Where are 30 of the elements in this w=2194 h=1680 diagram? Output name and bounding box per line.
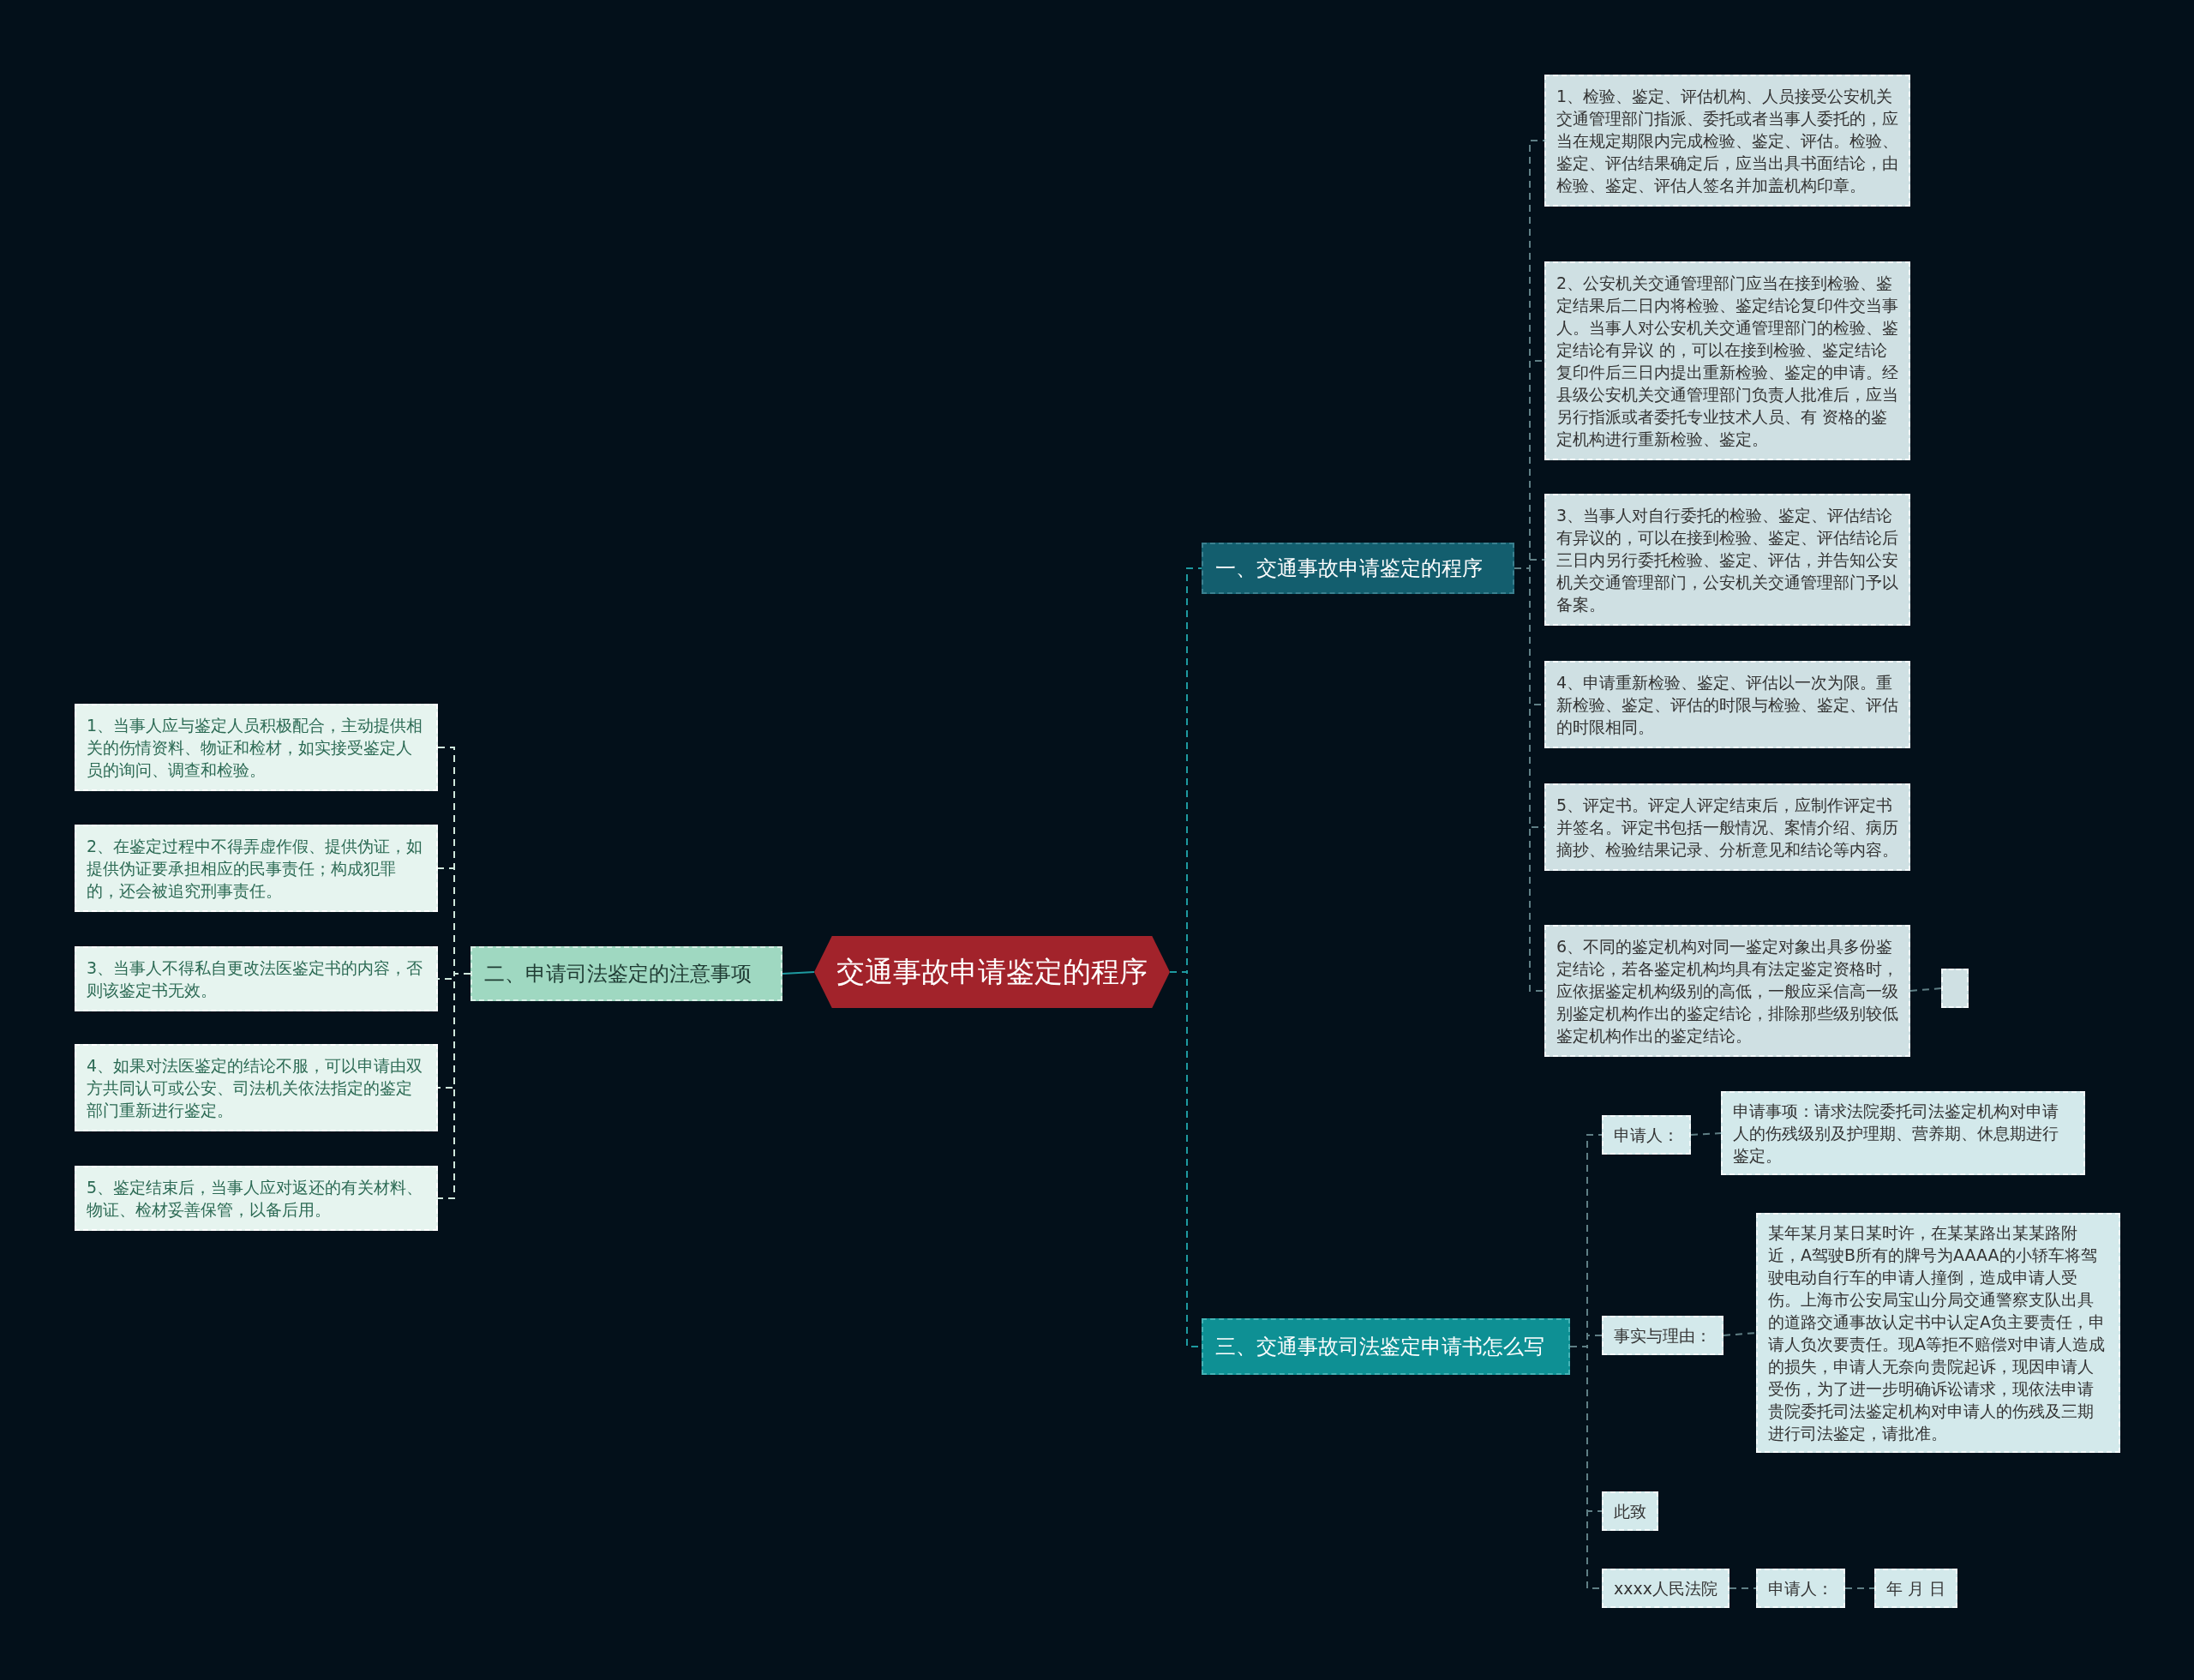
connector-line [1844, 1587, 1875, 1589]
text-box: 5、鉴定结束后，当事人应对返还的有关材料、物证、检材妥善保管，以备后用。 [75, 1166, 438, 1231]
connector-line [782, 971, 815, 975]
connector-line [1909, 987, 1942, 992]
text-box: 6、不同的鉴定机构对同一鉴定对象出具多份鉴定结论，若各鉴定机构均具有法定鉴定资格时，应依据鉴定机构级别的高低，一般应采信高一级别鉴定机构作出的鉴定结论，排除那些级别较低鉴定机构作出的鉴定结论。 [1544, 925, 1910, 1057]
text-box: 2、公安机关交通管理部门应当在接到检验、鉴定结果后二日内将检验、鉴定结论复印件交当事人。当事人对公安机关交通管理部门的检验、鉴定结论有异议 的，可以在接到检验、鉴定结论复印件后三日内提出重新检验、鉴定的申请。经县级公安机关交通管理部门负责人批准后，应当另行指派或者委托专业技术人员、有 资格的鉴定机构进行重新检验、鉴定。 [1544, 261, 1910, 460]
empty-box [1941, 969, 1969, 1008]
connector-line [1723, 1332, 1757, 1336]
text-box: 此致 [1602, 1491, 1658, 1531]
connector-line [437, 973, 471, 1199]
text-box: 事实与理由： [1602, 1316, 1723, 1355]
text-box: xxxx人民法院 [1602, 1569, 1729, 1608]
text-box: 1、当事人应与鉴定人员积极配合，主动提供相关的伤情资料、物证和检材，如实接受鉴定人员的询问、调查和检验。 [75, 704, 438, 791]
text-box: 申请人： [1756, 1569, 1845, 1608]
text-box: 4、申请重新检验、鉴定、评估以一次为限。重新检验、鉴定、评估的时限与检验、鉴定、评估的时限相同。 [1544, 661, 1910, 748]
branch-box: 一、交通事故申请鉴定的程序 [1202, 543, 1514, 594]
text-box: 申请事项：请求法院委托司法鉴定机构对申请人的伤残级别及护理期、营养期、休息期进行鉴定。 [1721, 1091, 2085, 1175]
text-box: 3、当事人对自行委托的检验、鉴定、评估结论有异议的，可以在接到检验、鉴定、评估结论后三日内另行委托检验、鉴定、评估，并告知公安机关交通管理部门，公安机关交通管理部门予以备案。 [1544, 494, 1910, 626]
text-box: 2、在鉴定过程中不得弄虚作假、提供伪证，如提供伪证要承担相应的民事责任；构成犯罪的，还会被追究刑事责任。 [75, 825, 438, 912]
branch-box: 三、交通事故司法鉴定申请书怎么写 [1202, 1318, 1570, 1375]
branch-box: 二、申请司法鉴定的注意事项 [471, 946, 782, 1001]
text-box: 5、评定书。评定人评定结束后，应制作评定书并签名。评定书包括一般情况、案情介绍、病历摘抄、检验结果记录、分析意见和结论等内容。 [1544, 783, 1910, 871]
connector-line [1690, 1132, 1722, 1136]
text-box: 3、当事人不得私自更改法医鉴定书的内容，否则该鉴定书无效。 [75, 946, 438, 1011]
text-box: 申请人： [1602, 1115, 1691, 1155]
connector-line [1729, 1587, 1757, 1589]
text-box: 1、检验、鉴定、评估机构、人员接受公安机关交通管理部门指派、委托或者当事人委托的，应当在规定期限内完成检验、鉴定、评估。检验、鉴定、评估结果确定后，应当出具书面结论，由检验、鉴定、评估人签名并加盖机构印章。 [1544, 75, 1910, 207]
text-box: 年 月 日 [1874, 1569, 1958, 1608]
text-box: 某年某月某日某时许，在某某路出某某路附近，A驾驶B所有的牌号为AAAA的小轿车将驾驶电动自行车的申请人撞倒，造成申请人受伤。上海市公安局宝山分局交通警察支队出具的道路交通事故认定书中认定A负主要责任，申请人负次要责任。现A等拒不赔偿对申请人造成的损失，申请人无奈向贵院起诉，现因申请人受伤，为了进一步明确诉讼请求，现依法申请贵院委托司法鉴定机构对申请人的伤残及三期进行司法鉴定，请批准。 [1756, 1213, 2120, 1453]
text-box: 4、如果对法医鉴定的结论不服，可以申请由双方共同认可或公安、司法机关依法指定的鉴定部门重新进行鉴定。 [75, 1044, 438, 1131]
